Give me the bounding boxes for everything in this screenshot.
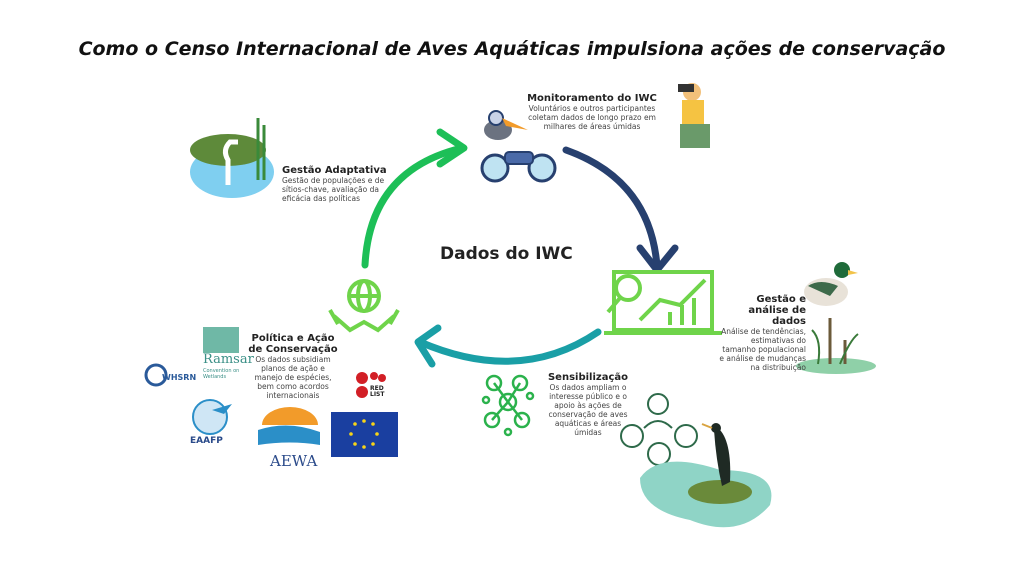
step-desc-line: Os dados ampliam o bbox=[549, 383, 627, 392]
step-policy: Política e Ação de Conservação Os dados … bbox=[248, 333, 338, 400]
pelican-binoculars-icon bbox=[480, 110, 557, 183]
data-analysis-icon bbox=[604, 270, 722, 335]
arrowhead-green bbox=[436, 128, 468, 168]
eu-flag-icon bbox=[331, 412, 398, 457]
step-desc-line: estimativas do bbox=[750, 336, 806, 345]
mallard-duck-icon bbox=[796, 262, 876, 374]
arrow-adaptive-to-monitoring bbox=[361, 144, 466, 269]
network-people-icon bbox=[481, 374, 535, 437]
step-desc-line: Análise de tendências, bbox=[721, 327, 806, 336]
eaafp-logo-text: EAAFP bbox=[190, 436, 223, 446]
arrowhead-teal bbox=[414, 324, 442, 368]
step-desc-line: aquáticas e áreas bbox=[554, 419, 622, 428]
step-desc-line: eficácia das políticas bbox=[282, 194, 361, 203]
step-heading: de Conservação bbox=[248, 344, 338, 355]
step-desc-line: Voluntários e outros participantes bbox=[528, 104, 656, 113]
step-desc-line: tamanho populacional bbox=[722, 345, 806, 354]
step-monitoring: Monitoramento do IWC Voluntários e outro… bbox=[522, 93, 662, 131]
step-desc-line: conservação de aves bbox=[548, 410, 628, 419]
diagram-title: Como o Censo Internacional de Aves Aquát… bbox=[78, 38, 946, 60]
step-desc-line: Os dados subsidiam bbox=[255, 355, 331, 364]
handshake-globe-icon bbox=[328, 279, 400, 333]
step-adaptive: Gestão Adaptativa Gestão de populações e… bbox=[282, 165, 392, 203]
step-desc-line: na distribuição bbox=[750, 363, 807, 372]
step-heading: Sensibilização bbox=[547, 372, 629, 383]
arrow-monitoring-to-analysis bbox=[562, 146, 661, 270]
step-awareness: Sensibilização Os dados ampliam o intere… bbox=[545, 372, 631, 437]
step-heading: análise de dados bbox=[748, 305, 806, 327]
red-list-logo-icon bbox=[356, 372, 386, 398]
step-desc-line: internacionais bbox=[266, 391, 320, 400]
heron-wetland-icon bbox=[190, 118, 274, 198]
aewa-logo-icon bbox=[258, 407, 320, 445]
step-desc-line: manejo de espécies, bbox=[254, 373, 332, 382]
step-desc-line: sítios-chave, avaliação da bbox=[282, 185, 379, 194]
step-analysis: Gestão e análise de dados Análise de ten… bbox=[716, 294, 806, 372]
step-desc-line: coletam dados de longo prazo em bbox=[528, 113, 656, 122]
eaafp-logo-icon bbox=[192, 399, 232, 435]
ramsar-logo-icon bbox=[203, 327, 239, 353]
ramsar-logo-text: Ramsar bbox=[203, 352, 254, 367]
step-desc-line: Gestão de populações e de bbox=[282, 176, 385, 185]
aewa-logo-text: AEWA bbox=[270, 452, 318, 470]
whsrn-logo-icon bbox=[144, 363, 168, 387]
ramsar-logo-subtext: Convention on Wetlands bbox=[203, 368, 240, 380]
step-desc-line: bem como acordos bbox=[257, 382, 329, 391]
community-icon bbox=[620, 393, 698, 466]
birdwatcher-icon bbox=[678, 83, 710, 148]
red-list-logo-text: RED LIST bbox=[370, 385, 385, 398]
step-desc-line: milhares de áreas úmidas bbox=[543, 122, 641, 131]
step-desc-line: úmidas bbox=[574, 428, 602, 437]
arrow-analysis-to-awareness bbox=[416, 328, 602, 365]
step-heading: Monitoramento do IWC bbox=[527, 93, 657, 104]
step-heading: Gestão e bbox=[756, 294, 806, 305]
whsrn-logo-text: WHSRN bbox=[162, 373, 197, 382]
step-heading: Política e Ação bbox=[251, 333, 335, 344]
center-label: Dados do IWC bbox=[440, 244, 573, 264]
step-desc-line: e análise de mudanças bbox=[719, 354, 806, 363]
step-desc-line: interesse público e o bbox=[549, 392, 627, 401]
cormorant-island-icon bbox=[640, 423, 772, 528]
step-desc-line: planos de ação e bbox=[261, 364, 325, 373]
step-desc-line: apoio às ações de bbox=[554, 401, 622, 410]
step-heading: Gestão Adaptativa bbox=[282, 165, 387, 176]
